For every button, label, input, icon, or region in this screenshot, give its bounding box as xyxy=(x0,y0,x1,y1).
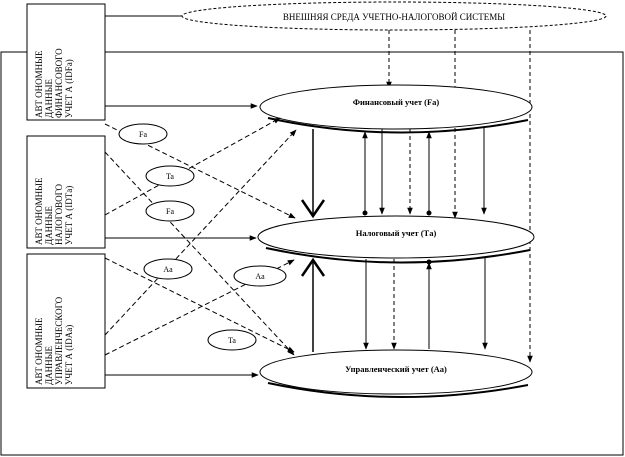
management-to-financial-flow xyxy=(104,129,297,336)
flow-label-bubble-fa-top xyxy=(118,123,168,145)
up-chevron-icon xyxy=(300,257,326,277)
flow-label-ta-bottom: Ta xyxy=(228,336,236,345)
flow-label-ta-mid: Ta xyxy=(166,172,174,181)
flow-label-bubble-fa-low xyxy=(145,200,195,222)
down-chevron-icon xyxy=(300,199,326,219)
source-label-tax: АВТ ОНОМНЫЕ ДАННЫЕ НАЛОГОВОГО УЧЕТ А (ID… xyxy=(34,175,74,245)
tax-to-management-flow xyxy=(104,257,295,353)
source-box-financial xyxy=(26,3,106,121)
external-environment-label: ВНЕШНЯЯ СРЕДА УЧЕТНО-НАЛОГОВОЙ СИСТЕМЫ xyxy=(283,12,505,22)
flow-label-fa-low: Fa xyxy=(166,207,174,216)
flow-label-bubble-ta-bottom xyxy=(207,329,257,351)
tax-accounting-ellipse xyxy=(257,215,535,259)
source-box-tax xyxy=(26,135,106,249)
management-accounting-ellipse xyxy=(259,349,533,395)
flow-label-bubble-ta-mid xyxy=(145,165,195,187)
source-label-management: АВТ ОНОМНЫЕ ДАННЫЕ УПРАВЛЕНЧЕСКОГО УЧЕТ … xyxy=(34,295,74,385)
financial-ellipse-shadow xyxy=(267,117,529,134)
source-box-management xyxy=(26,253,106,389)
flow-label-aa-right: Aa xyxy=(255,272,265,281)
tax-accounting-label: Налоговый учет (Tа) xyxy=(356,228,437,238)
tax-to-financial-flow xyxy=(104,117,281,216)
management-ellipse-shadow xyxy=(267,382,529,399)
source-label-financial: АВТ ОНОМНЫЕ ДАННЫЕ ФИНАНСОВОГО УЧЕТ А (I… xyxy=(34,46,74,118)
financial-accounting-label: Финансовый учет (Fa) xyxy=(353,97,440,107)
management-accounting-label: Управленческий учет (Aa) xyxy=(345,364,447,374)
financial-accounting-ellipse xyxy=(259,84,533,130)
link-dot xyxy=(426,210,432,216)
tax-ellipse-shadow xyxy=(265,247,531,264)
link-dot xyxy=(426,259,432,265)
flow-label-bubble-aa-right xyxy=(233,265,287,287)
system-boundary-frame xyxy=(0,51,624,456)
flow-label-bubble-aa-left xyxy=(143,258,193,280)
flow-label-fa-top: Fa xyxy=(139,130,147,139)
flow-label-aa-left: Aa xyxy=(163,265,173,274)
financial-to-management-flow xyxy=(104,151,295,356)
link-dot xyxy=(362,210,368,216)
